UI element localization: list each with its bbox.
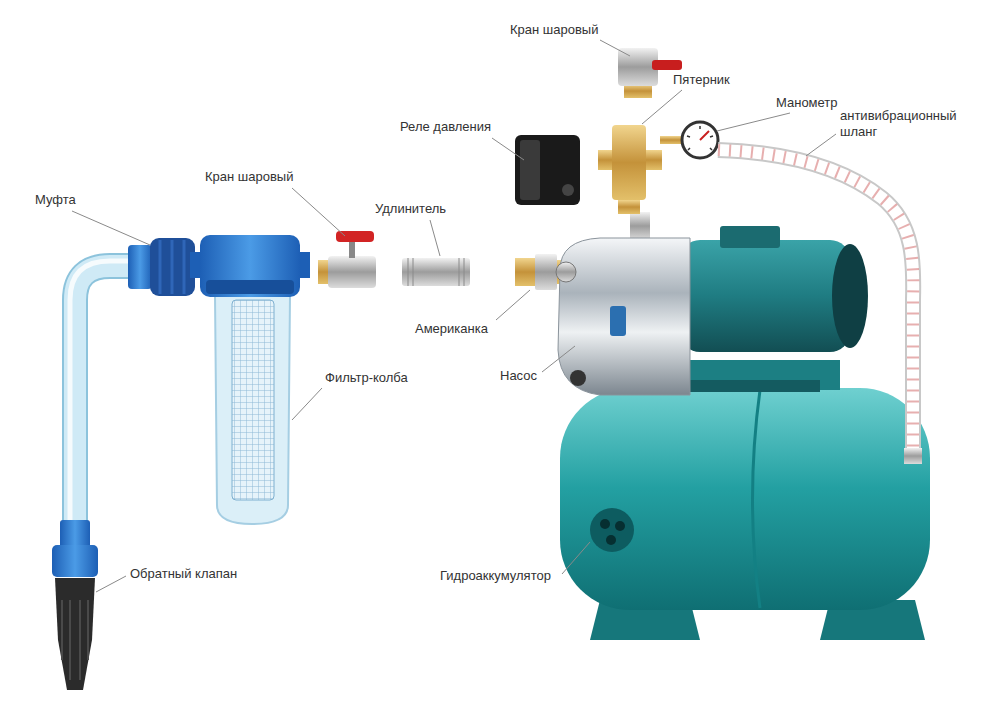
coupling — [128, 238, 195, 296]
ball-valve — [318, 231, 376, 288]
extension-nipple — [402, 258, 470, 286]
leader-lines — [72, 40, 836, 592]
flexible-hose — [718, 150, 922, 464]
part-label: Американка — [415, 321, 488, 337]
part-label: Насос — [500, 368, 537, 384]
part-label: Муфта — [35, 192, 76, 208]
part-label: Манометр — [776, 95, 838, 111]
part-label: Фильтр-колба — [325, 370, 408, 386]
five-way-fitting — [598, 125, 662, 214]
check-valve — [52, 520, 98, 690]
part-label: антивибрационный шланг — [840, 108, 962, 141]
part-label: Кран шаровый — [510, 22, 598, 38]
part-label: Реле давления — [400, 119, 491, 135]
part-label: Удлинитель — [375, 201, 446, 217]
part-label: Кран шаровый — [205, 169, 293, 185]
top-ball-valve — [618, 48, 682, 98]
pressure-gauge — [660, 122, 718, 158]
pressure-tank — [560, 360, 930, 640]
filter-housing — [190, 235, 310, 524]
pump — [556, 212, 868, 395]
pressure-switch — [515, 135, 580, 205]
part-label: Гидроаккумулятор — [440, 568, 551, 584]
part-label: Обратный клапан — [130, 566, 237, 582]
suction-pipe — [70, 261, 140, 548]
part-label: Пятерник — [673, 72, 730, 88]
